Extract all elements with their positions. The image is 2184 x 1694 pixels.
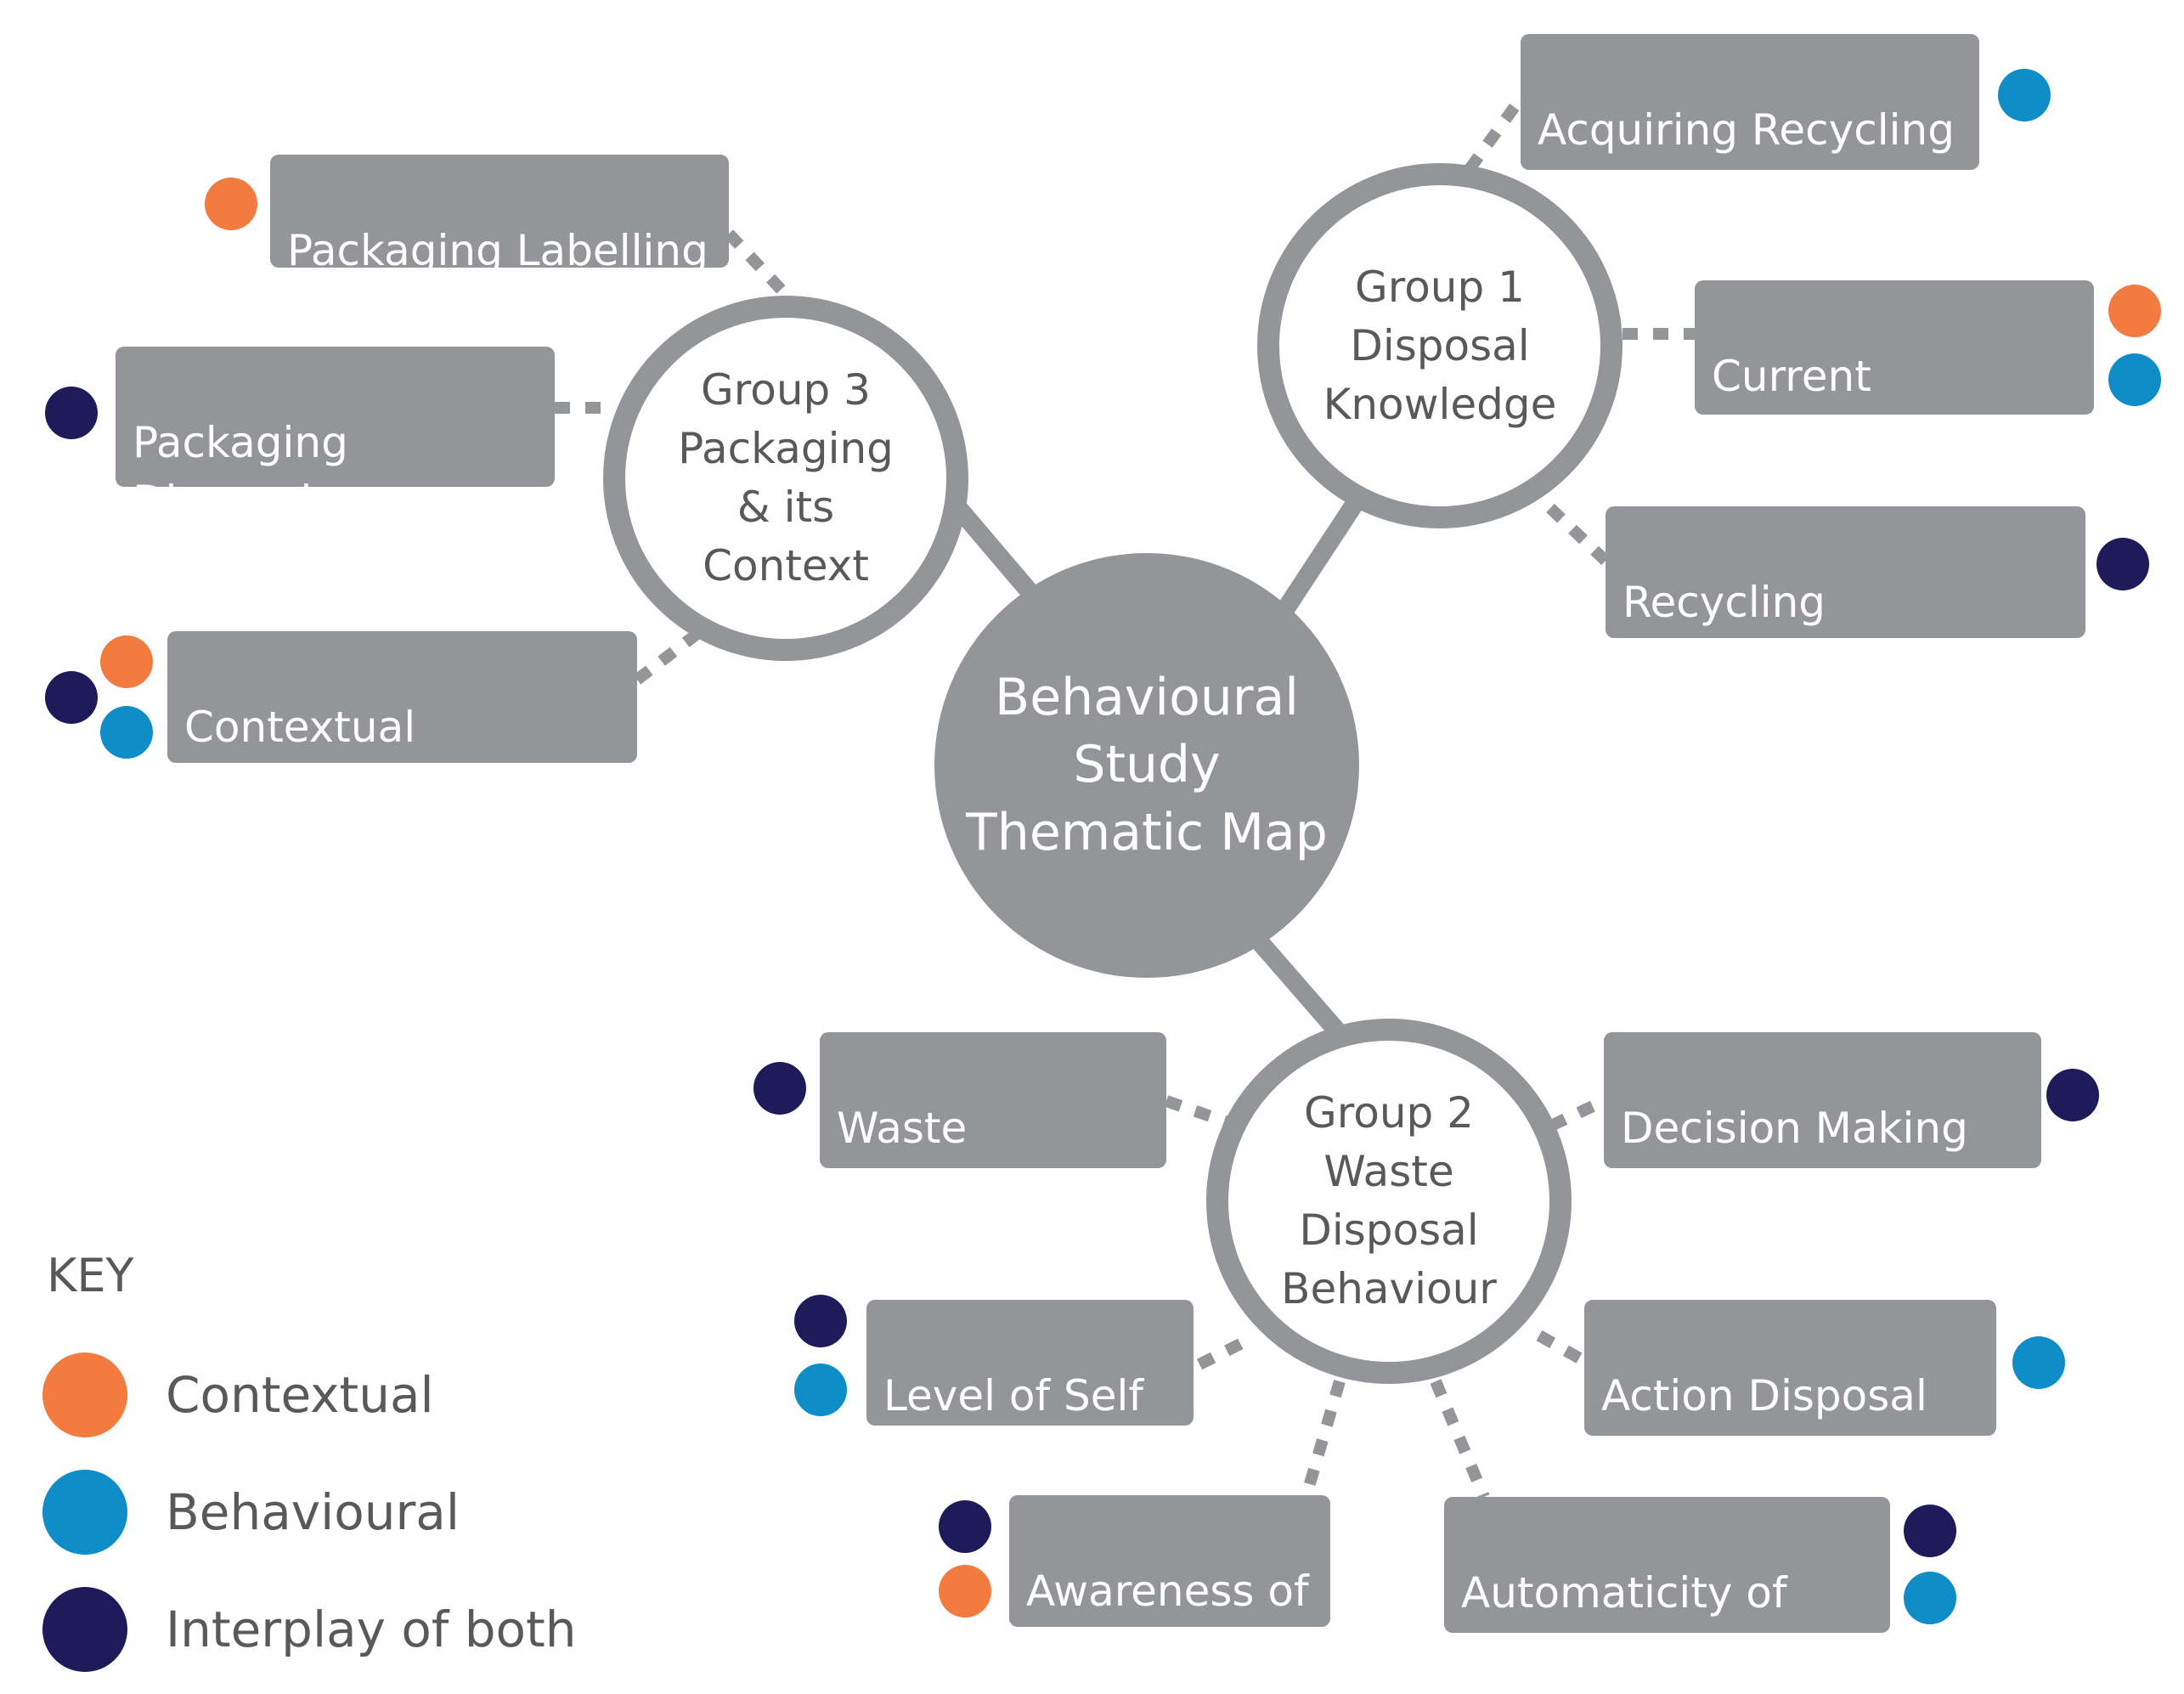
theme-label: Acquiring Recycling Knowledge: [1538, 105, 1955, 170]
key-dot-behavioural: [100, 706, 153, 759]
theme-awareness-of-others: Awareness of Others: [1009, 1495, 1330, 1627]
theme-packaging-labelling: Packaging Labelling: [270, 155, 729, 268]
key-item-contextual: Contextual: [42, 1352, 637, 1437]
spoke-group-2: [1253, 936, 1348, 1042]
key-dot-behavioural: [2108, 353, 2161, 406]
key-dot-interplay: [753, 1062, 806, 1115]
key-dot-contextual: [100, 635, 153, 688]
theme-action-disposal-behaviour: Action Disposal Behaviour: [1584, 1300, 1996, 1436]
dotted-link: [1301, 1380, 1346, 1497]
theme-label: Packaging Labelling: [287, 226, 708, 268]
dotted-link: [1536, 1330, 1588, 1367]
key-title: KEY: [47, 1249, 134, 1302]
dotted-link: [633, 625, 706, 685]
key-dot-behavioural: [794, 1364, 847, 1416]
dotted-link: [1464, 94, 1526, 173]
key-dot-interplay: [45, 387, 98, 439]
theme-label: Contextual Influence of Work Bins: [184, 703, 416, 763]
key-dot-interplay: [2046, 1069, 2099, 1121]
key-dot-contextual: [2108, 285, 2161, 337]
theme-label: Packaging Disposal Functionality: [133, 418, 348, 487]
key-item-interplay: Interplay of both: [42, 1587, 637, 1672]
key-dot-interplay: [45, 671, 98, 724]
dotted-link: [1430, 1379, 1490, 1499]
theme-acquiring-recycling-knowledge: Acquiring Recycling Knowledge: [1521, 34, 1979, 170]
theme-waste-disposal-at-work: Waste Disposal at Work: [820, 1032, 1166, 1168]
dotted-link: [1549, 1095, 1606, 1132]
dotted-link: [1164, 1095, 1233, 1129]
group-1-label: Group 1 Disposal Knowledge: [1323, 262, 1557, 429]
theme-label: Awareness of Others: [1026, 1567, 1309, 1627]
key-item-behavioural: Behavioural: [42, 1470, 637, 1555]
group-node-1: Group 1 Disposal Knowledge: [1257, 163, 1622, 528]
theme-decision-making-disposal-behaviour: Decision Making Disposal Behaviour: [1604, 1032, 2041, 1168]
group-node-2: Group 2 Waste Disposal Behaviour: [1206, 1019, 1572, 1384]
group-2-label: Group 2 Waste Disposal Behaviour: [1281, 1088, 1497, 1313]
interplay-swatch: [42, 1587, 127, 1672]
key-dot-behavioural: [2012, 1336, 2065, 1389]
group-3-label: Group 3 Packaging & its Context: [678, 365, 894, 590]
theme-label: Automaticity of Disposal Behaviour: [1461, 1568, 1870, 1633]
contextual-swatch: [42, 1352, 127, 1437]
dotted-link: [1546, 503, 1610, 566]
theme-automaticity-of-disposal-behaviour: Automaticity of Disposal Behaviour: [1444, 1497, 1890, 1633]
key-label: Contextual: [166, 1366, 434, 1424]
key-dot-interplay: [1904, 1505, 1956, 1557]
theme-label: Action Disposal Behaviour: [1601, 1371, 1927, 1436]
key-legend: KEY Contextual Behavioural Interplay of …: [42, 1240, 637, 1682]
group-node-3: Group 3 Packaging & its Context: [603, 296, 968, 661]
theme-contextual-influence-of-work-bins: Contextual Influence of Work Bins: [167, 631, 637, 763]
theme-label: Recycling Knowledge Deficit: [1622, 578, 1856, 638]
dotted-link: [724, 229, 793, 302]
spoke-group-1: [1274, 494, 1366, 619]
theme-current-recycling-knowledge: Current Recycling Knowledge: [1695, 280, 2094, 415]
key-dot-contextual: [205, 178, 257, 230]
dotted-link: [1196, 1333, 1254, 1370]
key-dot-contextual: [939, 1565, 991, 1618]
key-dot-interplay: [794, 1295, 847, 1347]
key-dot-interplay: [939, 1500, 991, 1553]
center-node: Behavioural Study Thematic Map: [934, 553, 1359, 978]
theme-label: Decision Making Disposal Behaviour: [1621, 1104, 1968, 1168]
theme-label: Level of Self Awareness: [883, 1371, 1143, 1420]
theme-label: Waste Disposal at Work: [837, 1104, 1016, 1168]
key-label: Behavioural: [166, 1483, 460, 1541]
key-dot-interplay: [2097, 538, 2149, 590]
key-dot-behavioural: [1998, 69, 2051, 121]
theme-level-of-self-awareness: Level of Self Awareness: [866, 1300, 1194, 1426]
theme-recycling-knowledge-deficit: Recycling Knowledge Deficit: [1606, 506, 2085, 638]
key-label: Interplay of both: [166, 1601, 577, 1658]
behavioural-swatch: [42, 1470, 127, 1555]
key-dot-behavioural: [1904, 1572, 1956, 1624]
theme-label: Current Recycling Knowledge: [1712, 352, 1915, 415]
center-node-label: Behavioural Study Thematic Map: [966, 668, 1328, 862]
theme-packaging-disposal-functionality: Packaging Disposal Functionality: [116, 347, 555, 487]
